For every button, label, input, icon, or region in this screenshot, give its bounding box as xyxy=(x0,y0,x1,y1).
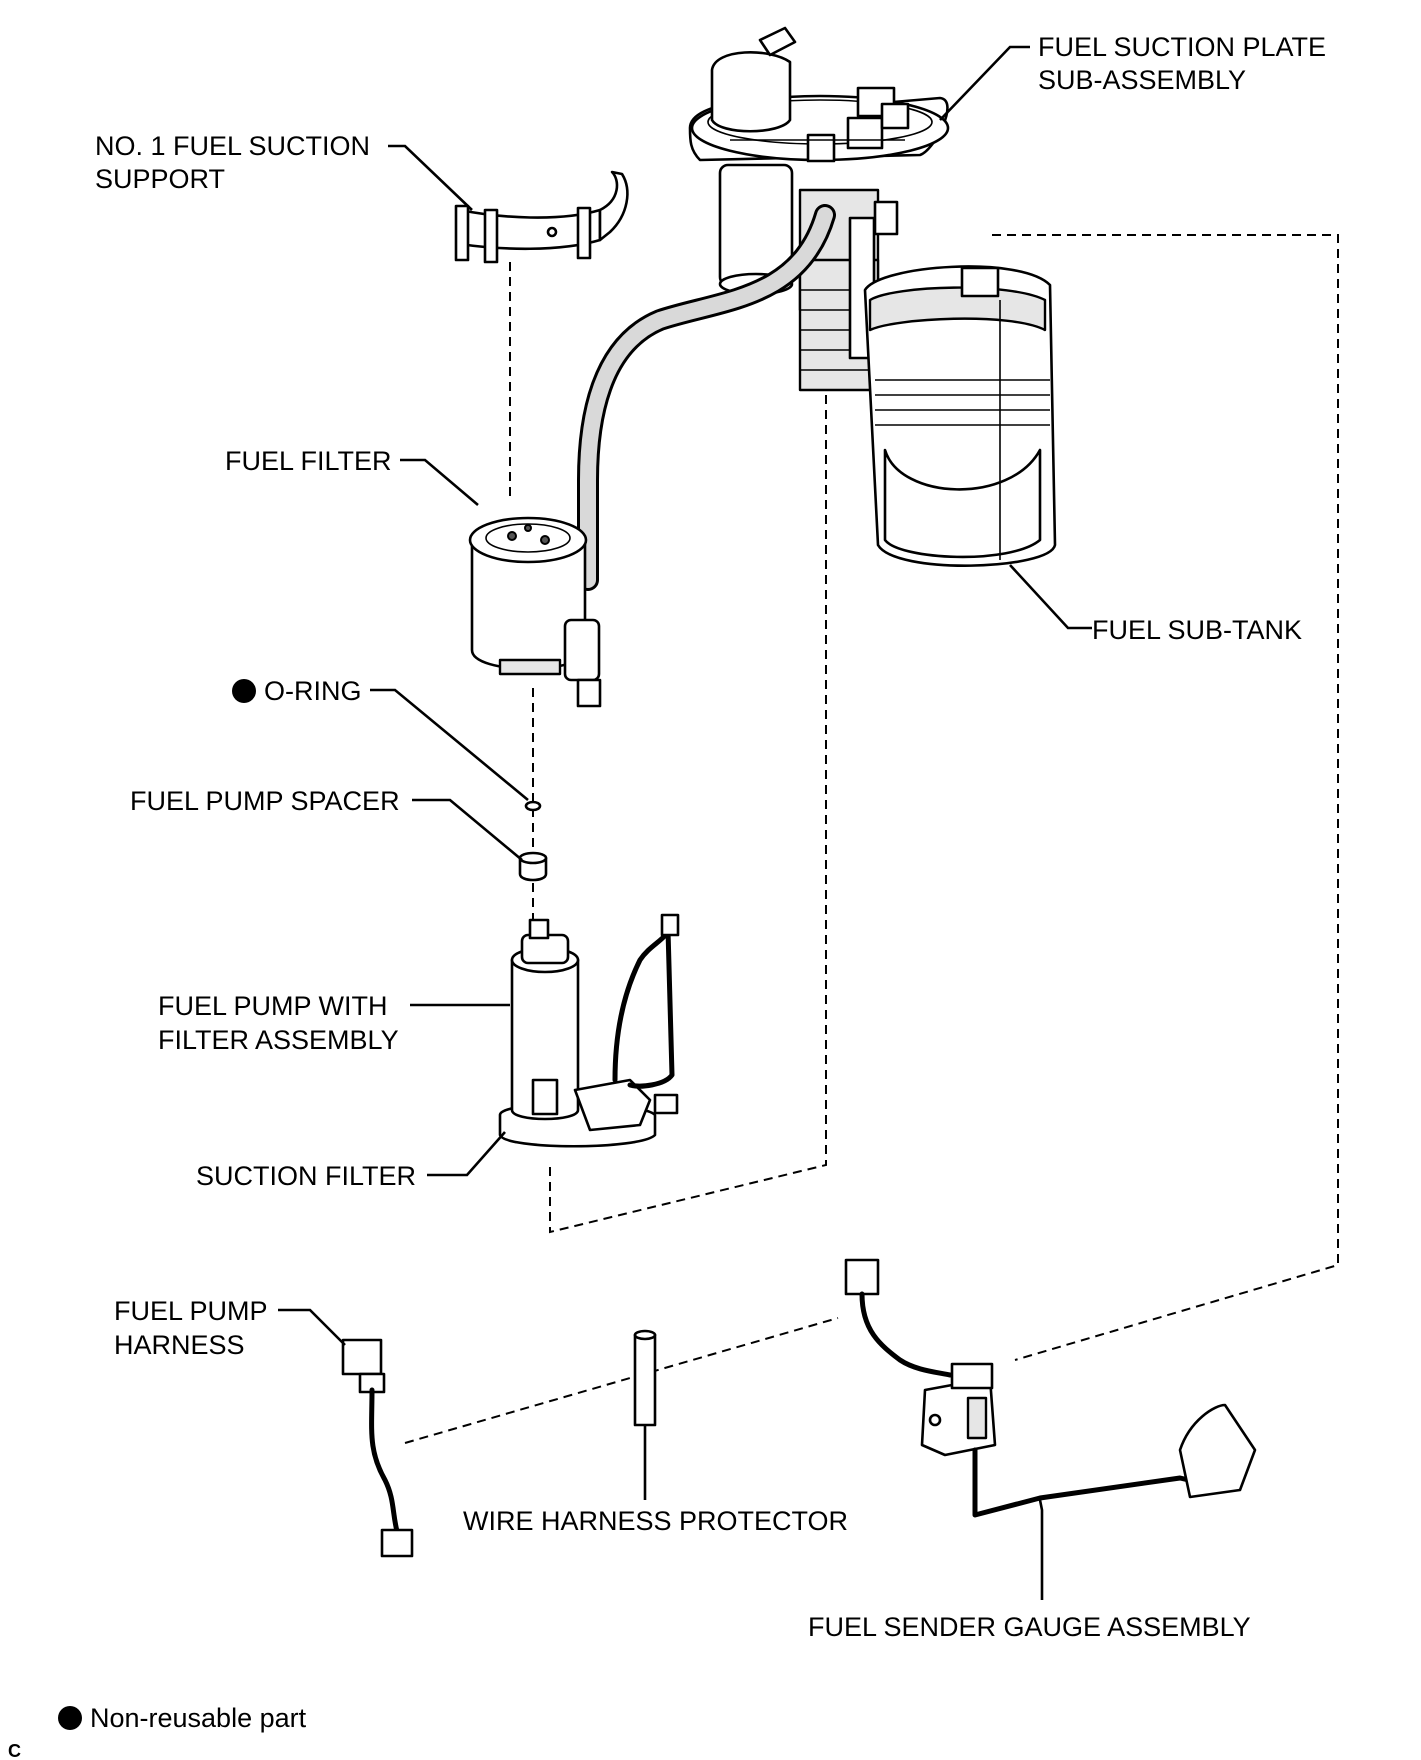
label-fuel-filter: FUEL FILTER xyxy=(225,446,392,476)
fuel-sender-gauge-assembly xyxy=(844,1258,1257,1518)
fuel-hose xyxy=(577,204,836,591)
label-fuel-suction-plate-line2: SUB-ASSEMBLY xyxy=(1038,65,1246,95)
label-fuel-suction-plate-line1: FUEL SUCTION PLATE xyxy=(1038,32,1326,62)
label-no1-fuel-suction-support-line2: SUPPORT xyxy=(95,164,225,194)
wire-harness-protector xyxy=(633,1329,657,1427)
label-fuel-pump-with-filter-line2: FILTER ASSEMBLY xyxy=(158,1025,399,1055)
leader-lines xyxy=(278,45,1092,1600)
label-wire-harness-protector: WIRE HARNESS PROTECTOR xyxy=(463,1506,848,1536)
fuel-pump-with-filter-assembly xyxy=(498,913,680,1148)
legend: Non-reusable part xyxy=(58,1703,307,1733)
label-fuel-sub-tank: FUEL SUB-TANK xyxy=(1092,615,1302,645)
corner-mark: C xyxy=(8,1741,21,1760)
legend-text: Non-reusable part xyxy=(90,1703,307,1733)
label-suction-filter: SUCTION FILTER xyxy=(196,1161,416,1191)
label-fuel-pump-spacer: FUEL PUMP SPACER xyxy=(130,786,400,816)
label-fuel-sender-gauge-assembly: FUEL SENDER GAUGE ASSEMBLY xyxy=(808,1612,1251,1642)
non-reusable-marker-icon xyxy=(232,679,256,703)
part-labels: FUEL SUCTION PLATE SUB-ASSEMBLY NO. 1 FU… xyxy=(95,32,1326,1642)
fuel-pump-harness xyxy=(341,1338,414,1558)
label-fuel-pump-harness-line1: FUEL PUMP xyxy=(114,1296,268,1326)
no1-fuel-suction-support xyxy=(454,170,629,264)
label-no1-fuel-suction-support-line1: NO. 1 FUEL SUCTION xyxy=(95,131,370,161)
o-ring-part xyxy=(524,800,542,812)
label-fuel-pump-harness-line2: HARNESS xyxy=(114,1330,245,1360)
label-o-ring: O-RING xyxy=(264,676,362,706)
non-reusable-legend-icon xyxy=(58,1706,82,1730)
fuel-pump-spacer-part xyxy=(518,851,548,882)
fuel-sub-tank xyxy=(863,265,1057,567)
label-fuel-pump-with-filter-line1: FUEL PUMP WITH xyxy=(158,991,388,1021)
fuel-filter xyxy=(468,516,602,708)
